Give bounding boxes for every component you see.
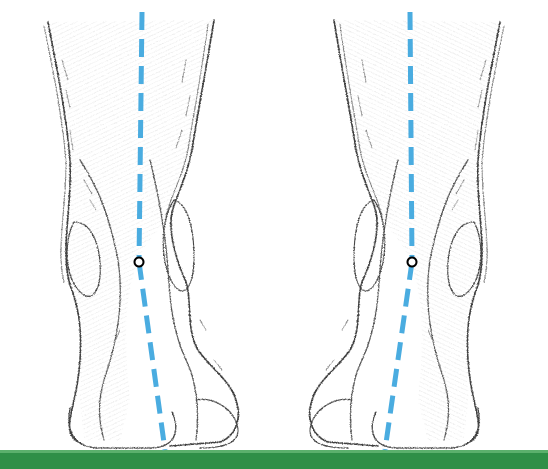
left-leg-heel-pad-2 [196, 399, 238, 448]
right-heel-axis-line [385, 262, 412, 450]
right-leg-sketch [310, 20, 504, 448]
left-leg-shading [48, 20, 214, 440]
right-pivot-circle [408, 258, 417, 267]
right-leg-shading [334, 20, 500, 440]
ground-bar-highlight [0, 450, 548, 453]
left-leg-malleolus-inner [163, 200, 194, 291]
right-leg-malleolus-inner [354, 200, 385, 291]
left-pivot-circle [135, 258, 144, 267]
left-heel-axis-line [139, 262, 165, 450]
right-leg-heel-pad-2 [310, 399, 352, 448]
